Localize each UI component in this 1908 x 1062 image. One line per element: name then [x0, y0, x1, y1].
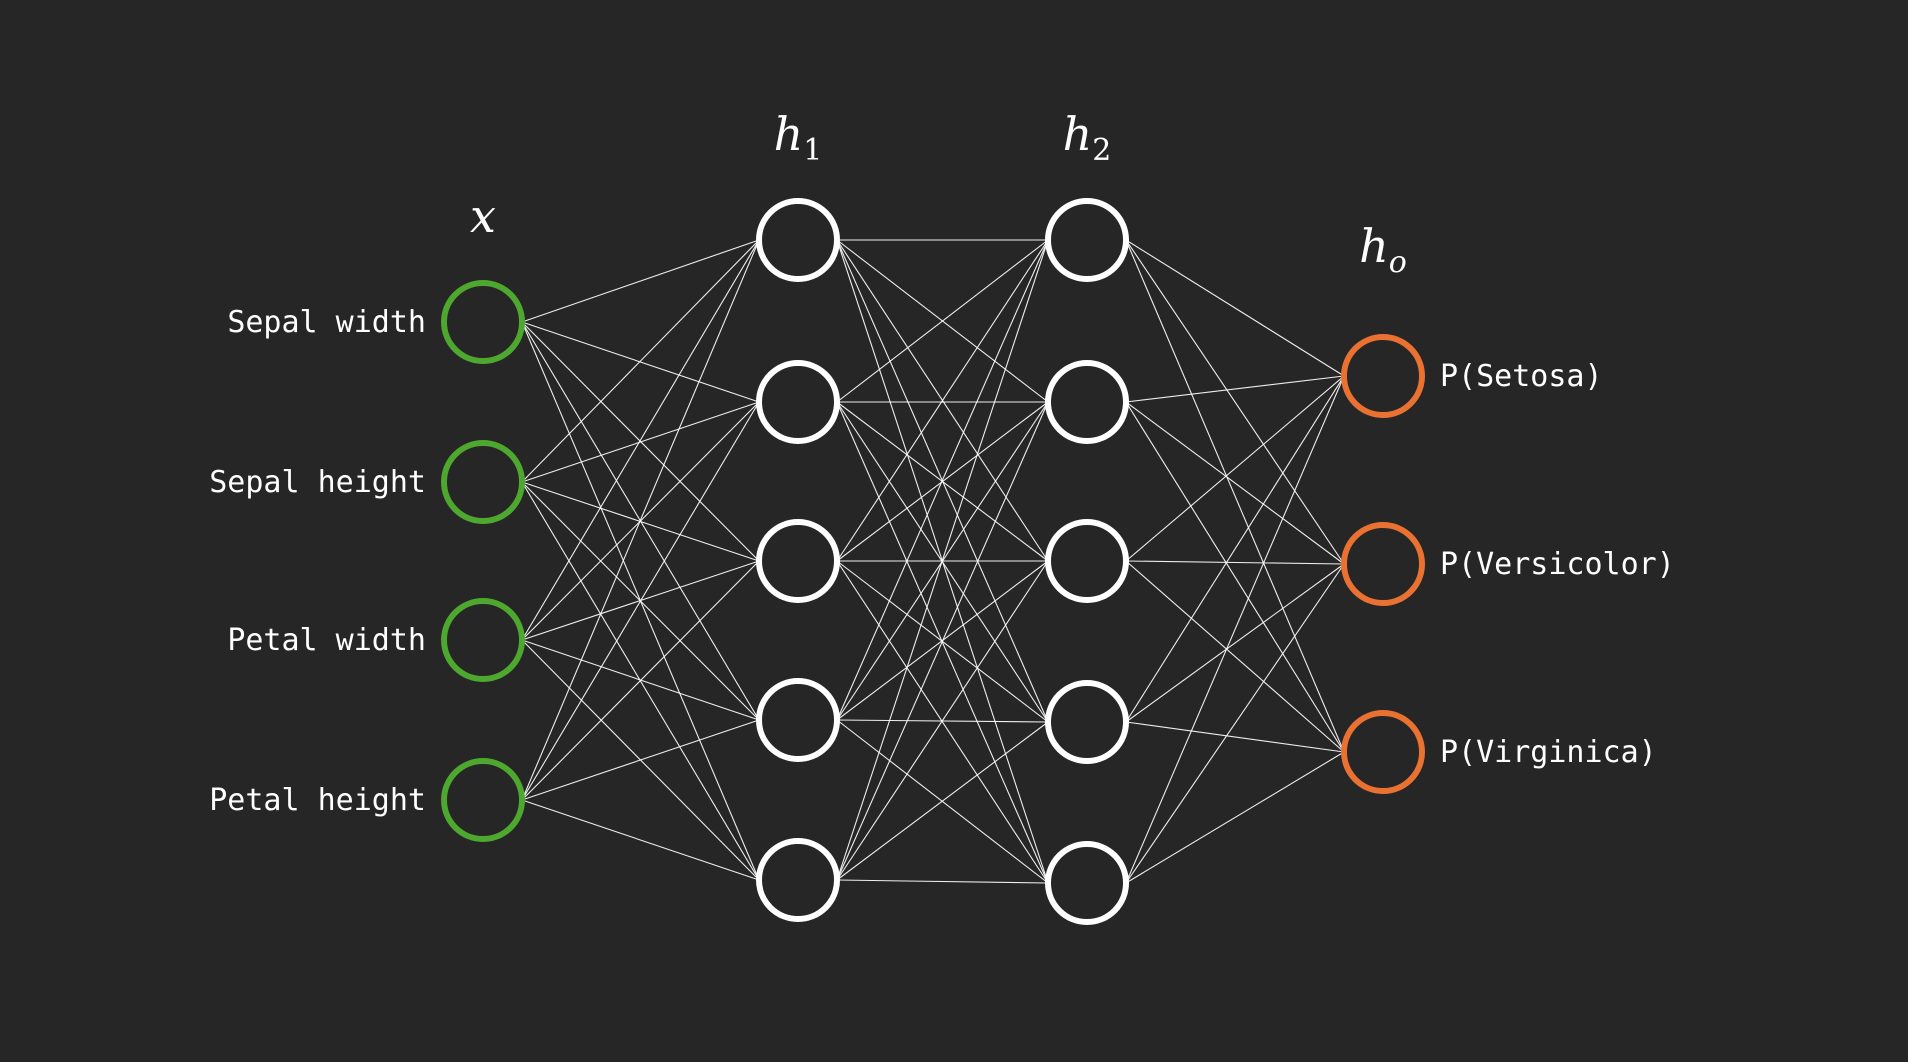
- edge-x-4-to-h1-4: [521, 719, 760, 801]
- layer-symbol: h: [1063, 107, 1093, 161]
- layer-subscript: 1: [803, 133, 822, 168]
- edge-h2-2-to-ho-1: [1125, 375, 1345, 403]
- edge-x-4-to-h1-3: [521, 560, 760, 801]
- input-label-2: Sepal height: [209, 465, 426, 500]
- input-label-4: Petal height: [209, 783, 426, 818]
- hidden-node-h2-5: [1045, 841, 1129, 925]
- hidden-node-h2-4: [1045, 680, 1129, 764]
- edge-h2-3-to-ho-3: [1125, 560, 1345, 753]
- edge-h2-1-to-ho-2: [1125, 239, 1345, 565]
- layer-label-x: x: [470, 189, 496, 243]
- output-label-2: P(Versicolor): [1440, 547, 1675, 582]
- edge-x-1-to-h1-1: [521, 239, 760, 323]
- output-node-ho-3: [1341, 710, 1425, 794]
- hidden-node-h1-2: [756, 360, 840, 444]
- hidden-node-h2-3: [1045, 519, 1129, 603]
- edge-h2-5-to-ho-1: [1125, 375, 1345, 884]
- edge-h1-5-to-h2-5: [836, 879, 1049, 884]
- edge-h2-4-to-ho-3: [1125, 721, 1345, 753]
- hidden-node-h1-4: [756, 678, 840, 762]
- edge-h1-2-to-h2-1: [836, 239, 1049, 403]
- edge-h2-5-to-ho-2: [1125, 563, 1345, 884]
- edge-h1-2-to-h2-5: [836, 401, 1049, 884]
- edge-h2-2-to-ho-2: [1125, 401, 1345, 565]
- layer-symbol: x: [470, 189, 496, 243]
- edge-h2-3-to-ho-2: [1125, 560, 1345, 565]
- edge-h1-5-to-h2-1: [836, 239, 1049, 881]
- edge-h2-4-to-ho-2: [1125, 563, 1345, 723]
- layer-subscript: o: [1389, 245, 1407, 280]
- edge-h2-1-to-ho-3: [1125, 239, 1345, 753]
- output-label-3: P(Virginica): [1440, 735, 1657, 770]
- input-node-x-3: [441, 598, 525, 682]
- edge-h2-2-to-ho-3: [1125, 401, 1345, 753]
- layer-subscript: 2: [1092, 133, 1111, 168]
- hidden-node-h2-1: [1045, 198, 1129, 282]
- edge-h2-5-to-ho-3: [1125, 751, 1345, 884]
- edge-x-2-to-h1-2: [521, 401, 760, 483]
- hidden-node-h2-2: [1045, 360, 1129, 444]
- edges: [521, 239, 1345, 884]
- edge-x-2-to-h1-1: [521, 239, 760, 483]
- input-label-1: Sepal width: [227, 305, 426, 340]
- edge-h1-2-to-h2-4: [836, 401, 1049, 723]
- edge-h2-1-to-ho-1: [1125, 239, 1345, 377]
- nodes: [441, 198, 1425, 925]
- layer-symbol: h: [774, 107, 804, 161]
- input-node-x-2: [441, 440, 525, 524]
- edge-h1-3-to-h2-2: [836, 401, 1049, 562]
- edge-h1-5-to-h2-2: [836, 401, 1049, 881]
- edge-x-4-to-h1-1: [521, 239, 760, 801]
- input-node-x-4: [441, 758, 525, 842]
- hidden-node-h1-3: [756, 519, 840, 603]
- edge-x-1-to-h1-2: [521, 321, 760, 403]
- layer-label-h2: h2: [1063, 107, 1112, 168]
- layer-label-ho: ho: [1359, 219, 1407, 280]
- hidden-node-h1-5: [756, 838, 840, 922]
- edge-h2-3-to-ho-1: [1125, 375, 1345, 562]
- input-node-x-1: [441, 280, 525, 364]
- layer-symbol: h: [1359, 219, 1389, 273]
- layer-label-h1: h1: [774, 107, 823, 168]
- hidden-node-h1-1: [756, 198, 840, 282]
- output-node-ho-2: [1341, 522, 1425, 606]
- input-label-3: Petal width: [227, 623, 426, 658]
- edge-h1-3-to-h2-5: [836, 560, 1049, 884]
- edge-h1-3-to-h2-1: [836, 239, 1049, 562]
- output-node-ho-1: [1341, 334, 1425, 418]
- edge-h1-5-to-h2-4: [836, 721, 1049, 881]
- edge-h1-5-to-h2-3: [836, 560, 1049, 881]
- output-label-1: P(Setosa): [1440, 359, 1603, 394]
- edge-x-4-to-h1-5: [521, 799, 760, 881]
- edge-x-3-to-h1-1: [521, 239, 760, 641]
- edge-h2-4-to-ho-1: [1125, 375, 1345, 723]
- edge-h1-4-to-h2-1: [836, 239, 1049, 721]
- edge-x-4-to-h1-2: [521, 401, 760, 801]
